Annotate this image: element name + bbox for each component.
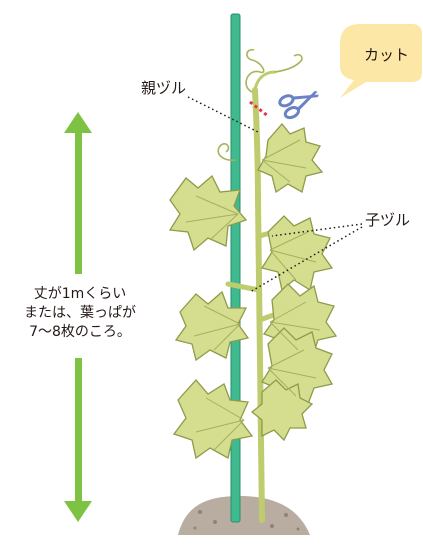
leaf-veins: [185, 139, 321, 451]
main-vine-label: 親ヅル: [141, 79, 187, 97]
cut-line-marker: [249, 100, 269, 118]
soil-mound: [178, 496, 310, 535]
leaves: [168, 122, 338, 460]
height-note: 丈が1mくらい または、葉っぱが 7〜8枚のころ。: [14, 285, 146, 342]
main-vine-leader: [187, 96, 259, 133]
height-note-line-1: 丈が1mくらい: [33, 286, 127, 302]
scissors-icon: [278, 90, 319, 120]
leader-lines: [187, 96, 363, 293]
height-note-line-3: 7〜8枚のころ。: [29, 324, 131, 340]
tendrils: [217, 48, 303, 162]
side-vine-label: 子ヅル: [365, 211, 411, 229]
cut-callout-bubble: [340, 24, 422, 98]
cut-callout-text: カット: [364, 46, 410, 64]
support-stake: [230, 13, 241, 523]
main-vine-stem: [252, 87, 265, 523]
side-vine-leader-upper: [271, 223, 363, 237]
height-note-line-2: または、葉っぱが: [24, 305, 136, 321]
height-arrow: [64, 112, 92, 522]
